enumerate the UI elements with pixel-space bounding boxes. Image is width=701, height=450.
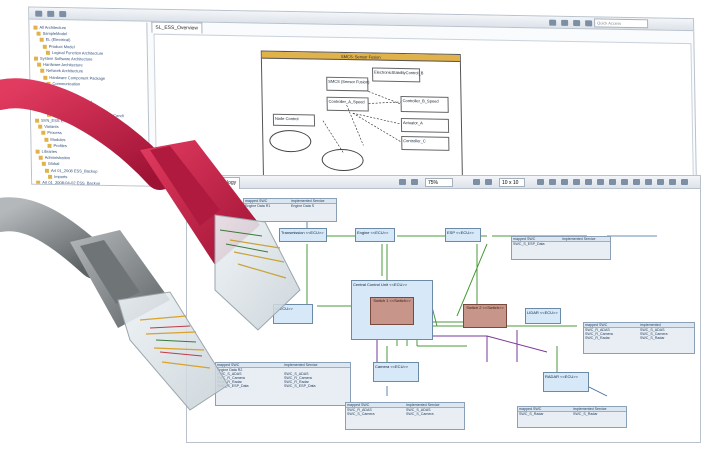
node-camera[interactable]: Camera <<ECU>> [373, 362, 419, 382]
node-central-control-unit[interactable]: Central Control Unit <<ECU>> Switch 1 <<… [351, 280, 433, 340]
toolbar-icon-17[interactable] [681, 179, 688, 185]
zoom-select[interactable]: 75% [425, 178, 453, 187]
switch-2[interactable]: Switch 2 <<Switch>> [463, 304, 507, 328]
switch-1[interactable]: Switch 1 <<Switch>> [370, 297, 414, 325]
grid-toggle-icon[interactable] [485, 179, 492, 185]
toolbar-icon-15[interactable] [657, 179, 664, 185]
grid-select[interactable]: 10 x 10 [499, 178, 525, 187]
composition-links [322, 91, 402, 154]
toolbar-icon-14[interactable] [645, 179, 652, 185]
zoom-out-icon[interactable] [411, 179, 418, 185]
toolbar-icon-12[interactable] [621, 179, 628, 185]
ethernet-cable-gray-icon [0, 197, 229, 411]
node-transmission[interactable]: Transmission <<ECU>> [279, 228, 327, 242]
ethernet-cable-red-icon [0, 78, 301, 331]
toolbar-icon-8[interactable] [573, 179, 580, 185]
toolbar-icon-16[interactable] [669, 179, 676, 185]
toolbar-icon-6[interactable] [549, 179, 556, 185]
back-window: Quick Access SL_ESS_Overview All Archite… [28, 6, 698, 197]
node-esp[interactable]: ESP <<ECU>> [445, 228, 481, 242]
toolbar-icon-10[interactable] [597, 179, 604, 185]
node-engine[interactable]: Engine <<ECU>> [355, 228, 395, 242]
front-window: Network_Topology 75% 10 x 10 [186, 175, 701, 443]
node-left-ecu[interactable]: <<ECU>> [273, 304, 313, 324]
node-lidar[interactable]: LIDAR <<ECU>> [525, 308, 561, 324]
toolbar-icon-9[interactable] [585, 179, 592, 185]
diagram-canvas: SMCS: Sensor Fusion SMCS (Sensor Fusion)… [153, 33, 695, 194]
toolbar-icon-13[interactable] [633, 179, 640, 185]
zoom-in-icon[interactable] [399, 179, 406, 185]
toolbar-icon-11[interactable] [609, 179, 616, 185]
toolbar-icon-5[interactable] [537, 179, 544, 185]
composition-frame: SMCS: Sensor Fusion SMCS (Sensor Fusion)… [260, 50, 463, 183]
toolbar-icon-7[interactable] [561, 179, 568, 185]
layout-icon[interactable] [473, 179, 480, 185]
node-radar[interactable]: RADAR <<ECU>> [543, 372, 589, 392]
